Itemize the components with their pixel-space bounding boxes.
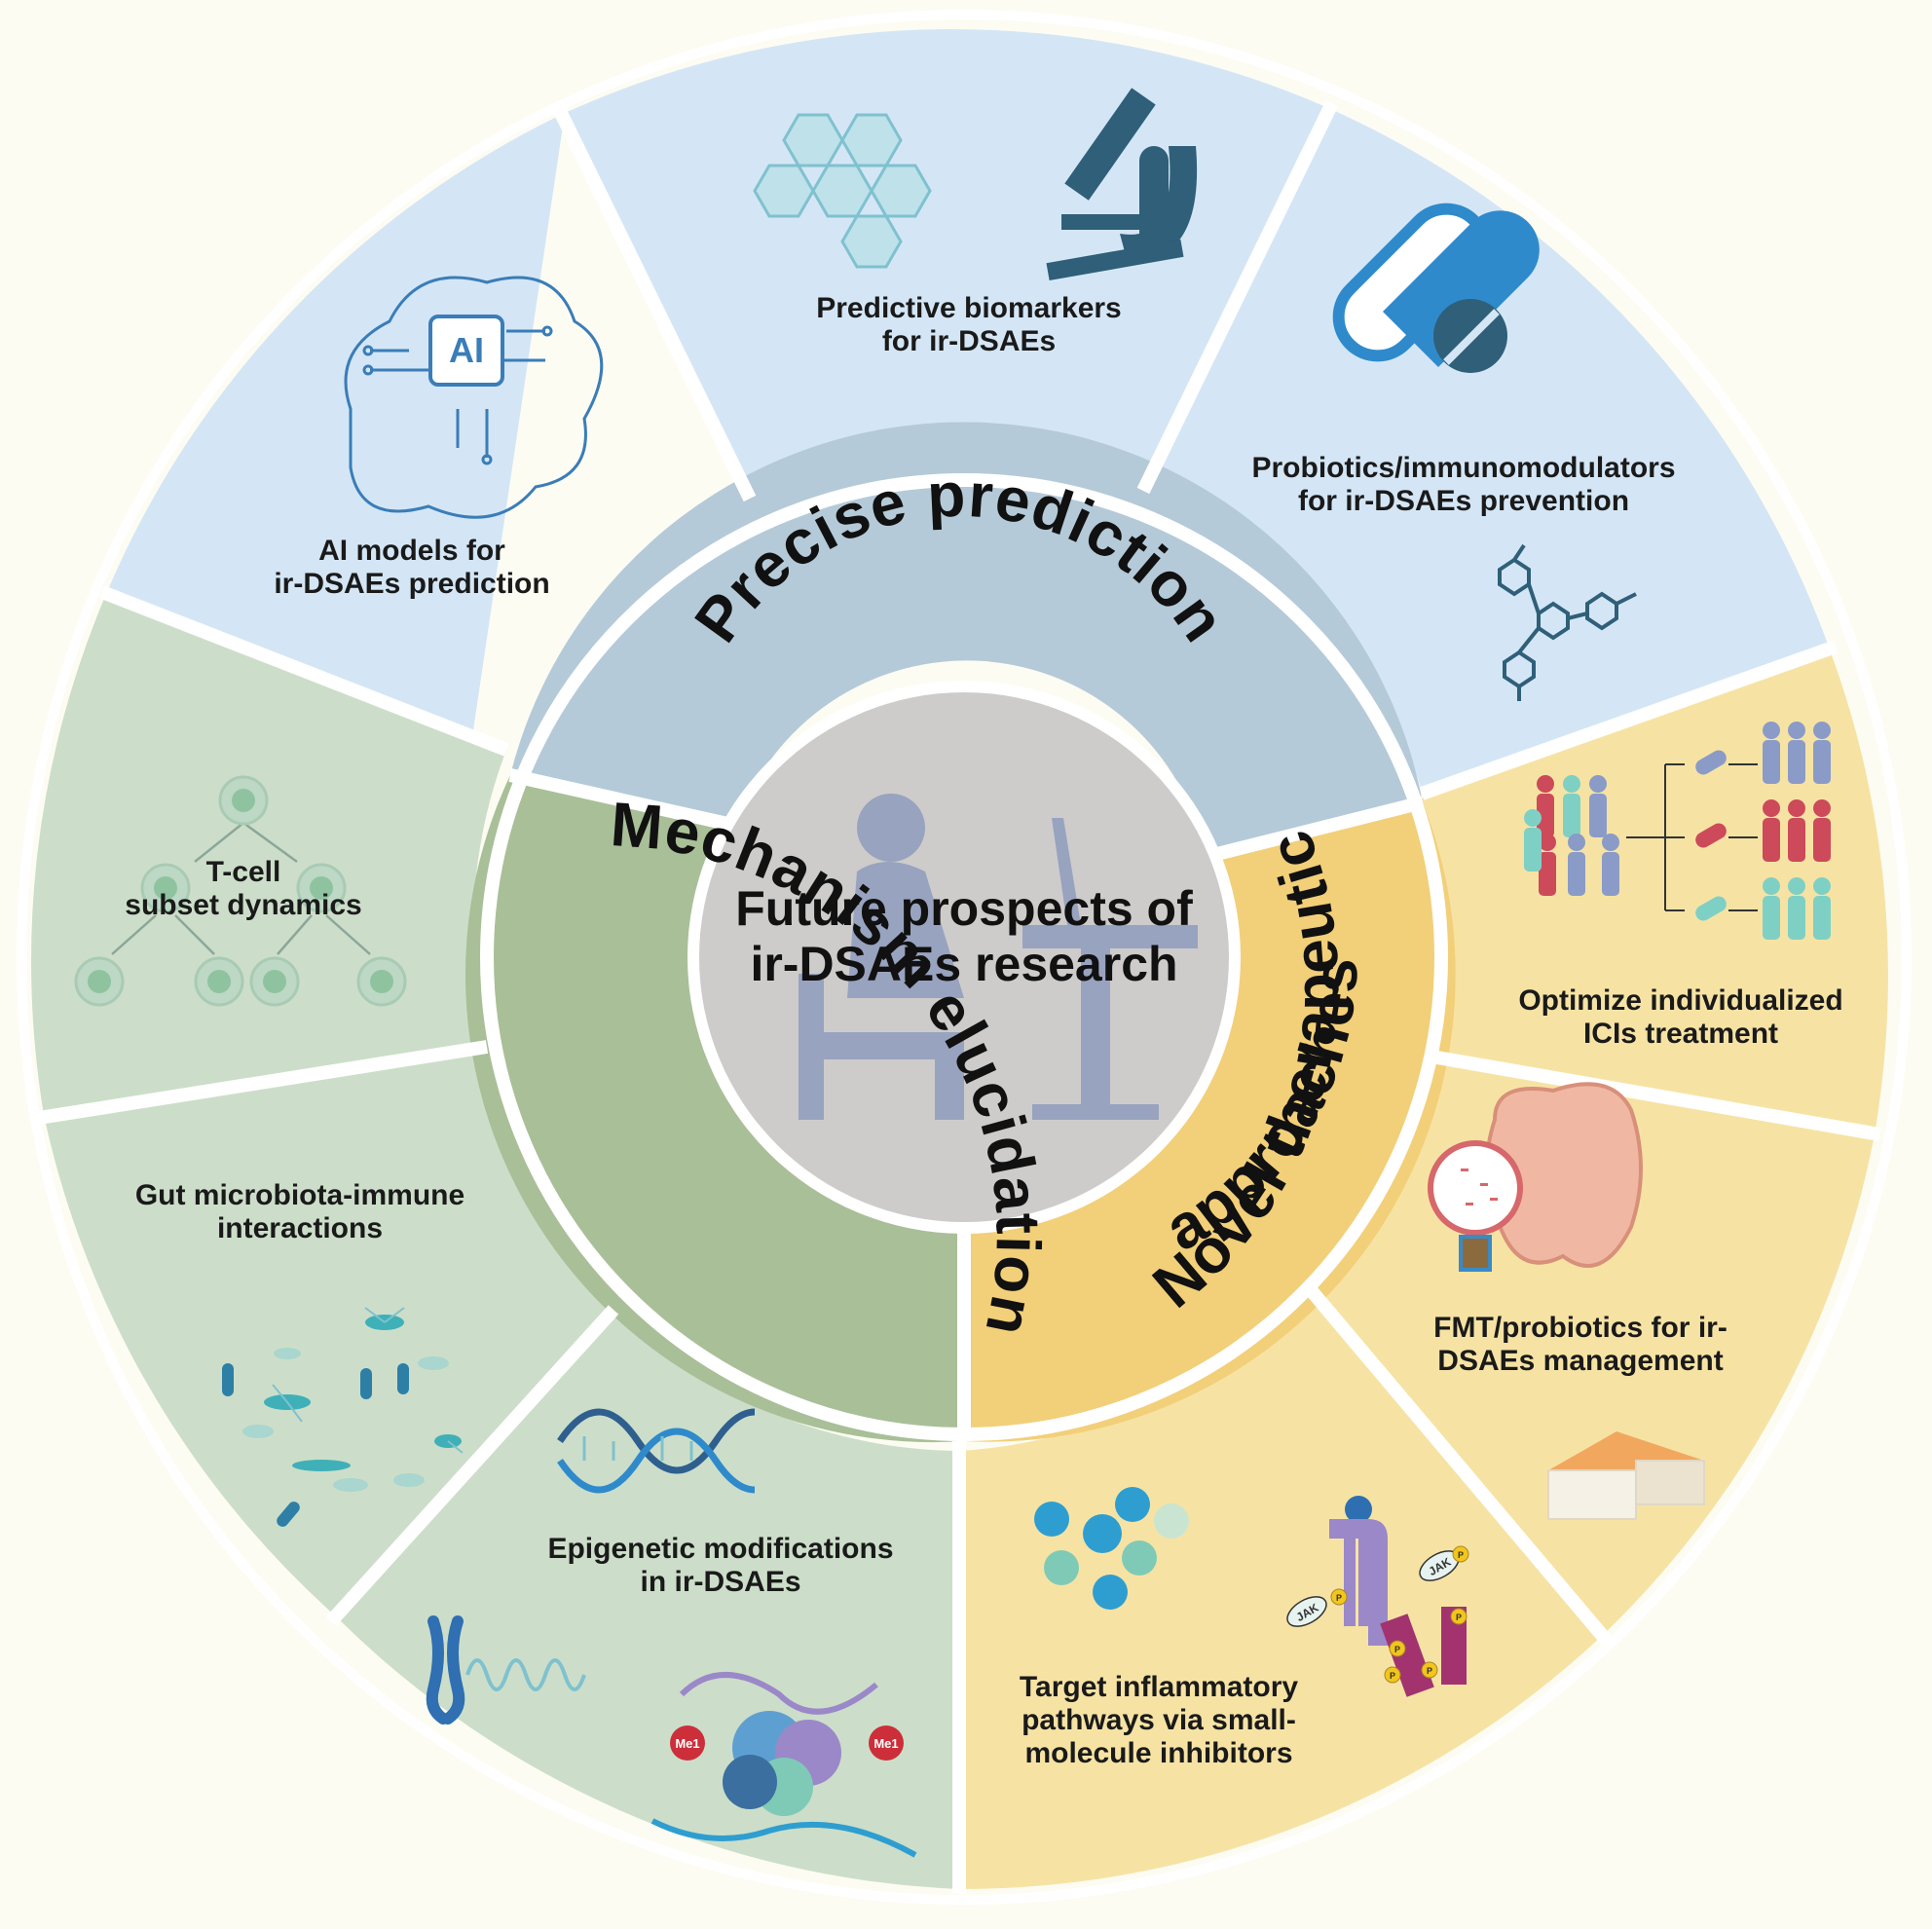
label-individualized-1: Optimize individualized: [1518, 984, 1842, 1017]
p-label-6: P: [1390, 1671, 1395, 1681]
inner-therapy: [964, 802, 1456, 1442]
dna-helix-icon: [557, 1408, 756, 1494]
label-biomarkers-2: for ir-DSAEs: [882, 325, 1056, 357]
center-title-line1: Future prospects of: [735, 881, 1193, 936]
label-small-molecule-1: Target inflammatory: [1020, 1671, 1298, 1703]
molecule-balls-icon: [1034, 1487, 1189, 1610]
label-individualized-2: ICIs treatment: [1583, 1018, 1778, 1050]
label-probiotics-prevention-1: Probiotics/immunomodulators: [1251, 452, 1675, 484]
person-at-computer-icon: [799, 794, 1198, 1120]
p-label-3: P: [1394, 1645, 1400, 1654]
center-title-line2: ir-DSAEs research: [750, 937, 1177, 991]
label-fmt-2: DSAEs management: [1437, 1345, 1723, 1377]
inner-mechanism: [464, 775, 964, 1443]
segment-gut-microbiota: [44, 1047, 613, 1616]
label-biomarkers-1: Predictive biomarkers: [816, 292, 1122, 324]
me1-label-right: Me1: [873, 1736, 898, 1751]
me1-label-left: Me1: [675, 1736, 699, 1751]
label-small-molecule-3: molecule inhibitors: [1024, 1737, 1292, 1769]
capsule-pill-icon: [1332, 203, 1540, 373]
label-tcell-1: T-cell: [206, 856, 281, 888]
microscope-icon: [1046, 88, 1198, 281]
p-label-5: P: [1456, 1613, 1462, 1622]
segment-biomarkers: [565, 29, 1326, 498]
label-small-molecule-2: pathways via small-: [1022, 1704, 1296, 1736]
separators: [17, 10, 1912, 1905]
jak-receptor-icon: [1286, 1496, 1469, 1697]
ai-chip-text: AI: [449, 330, 484, 370]
p-label-2: P: [1458, 1550, 1464, 1560]
label-fmt-1: FMT/probiotics for ir-: [1433, 1312, 1728, 1344]
segment-probiotics-prevention: [1149, 107, 1831, 791]
molecule-icon: [1498, 543, 1637, 701]
p-label-4: P: [1427, 1666, 1432, 1676]
label-ai-models-1: AI models for: [318, 535, 505, 567]
hexagon-cells-icon: [753, 113, 932, 269]
label-epigenetic-1: Epigenetic modifications: [547, 1533, 893, 1565]
label-ai-models-2: ir-DSAEs prediction: [274, 568, 549, 600]
patient-stratification-icon: [1524, 722, 1831, 940]
label-epigenetic-2: in ir-DSAEs: [640, 1566, 800, 1598]
outer-ring: [31, 29, 1888, 1890]
label-probiotics-prevention-2: for ir-DSAEs prevention: [1298, 485, 1629, 517]
intestine-icon: [1428, 1082, 1643, 1272]
label-gut-microbiota-2: interactions: [217, 1212, 383, 1244]
chromosome-icon: [426, 1615, 586, 1725]
bacteria-icon: [222, 1307, 464, 1527]
segment-small-molecule: [959, 1285, 1602, 1890]
segment-ai-models: [106, 113, 568, 765]
nucleosome-icon: [650, 1672, 917, 1858]
probiotic-cups-icon: [1547, 1431, 1705, 1520]
label-tcell-2: subset dynamics: [125, 889, 361, 921]
tcell-tree-icon: [74, 775, 407, 1007]
ai-brain-circuit-icon: [344, 276, 604, 519]
center-hub: Future prospects of ir-DSAEs research: [687, 681, 1241, 1234]
p-label-1: P: [1336, 1593, 1342, 1603]
label-gut-microbiota-1: Gut microbiota-immune: [135, 1179, 464, 1211]
